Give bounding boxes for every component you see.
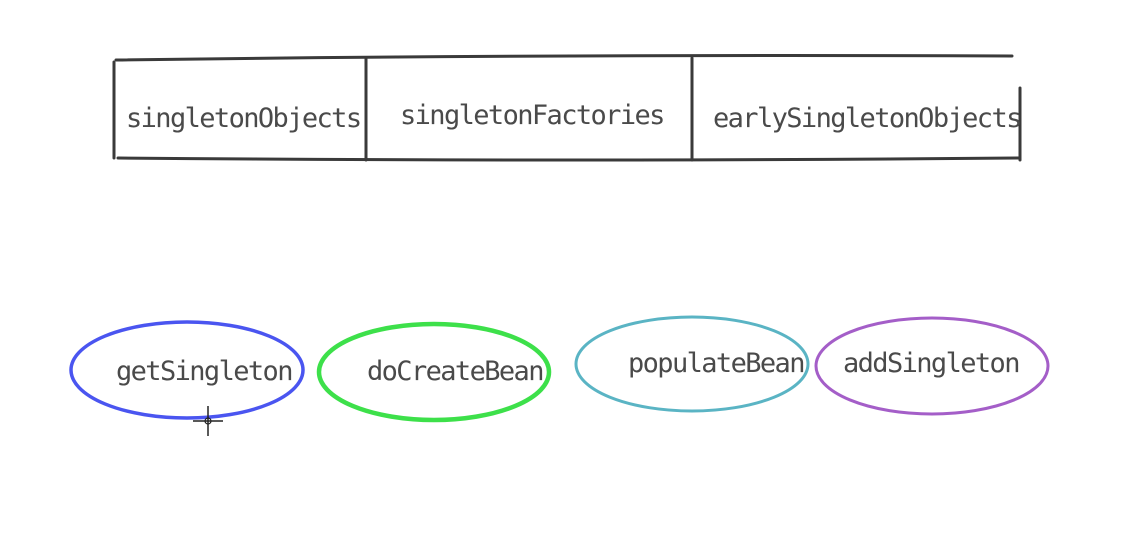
cache-table: singletonObjects singletonFactories earl… xyxy=(112,54,1022,162)
node-get-singleton-ellipse xyxy=(69,320,305,420)
node-do-create-bean-ellipse xyxy=(316,321,552,423)
node-add-singleton-ellipse xyxy=(814,316,1050,416)
node-add-singleton: addSingleton xyxy=(814,316,1050,416)
method-nodes: getSingleton doCreateBean populateBean a… xyxy=(69,315,1050,423)
cell-singleton-objects: singletonObjects xyxy=(126,103,361,134)
node-populate-bean: populateBean xyxy=(574,315,810,413)
table-bottom-border xyxy=(116,156,1022,162)
cell-early-singleton-objects: earlySingletonObjects xyxy=(713,103,1021,134)
crosshair-cursor-icon xyxy=(193,406,223,436)
node-get-singleton: getSingleton xyxy=(69,320,305,420)
node-populate-bean-ellipse xyxy=(574,315,810,413)
node-populate-bean-label: populateBean xyxy=(628,348,804,379)
cell-singleton-factories: singletonFactories xyxy=(400,100,664,131)
node-get-singleton-label: getSingleton xyxy=(116,356,292,387)
node-do-create-bean-label: doCreateBean xyxy=(367,356,543,387)
table-top-border xyxy=(114,54,1014,62)
node-do-create-bean: doCreateBean xyxy=(316,321,552,423)
node-add-singleton-label: addSingleton xyxy=(843,348,1019,379)
